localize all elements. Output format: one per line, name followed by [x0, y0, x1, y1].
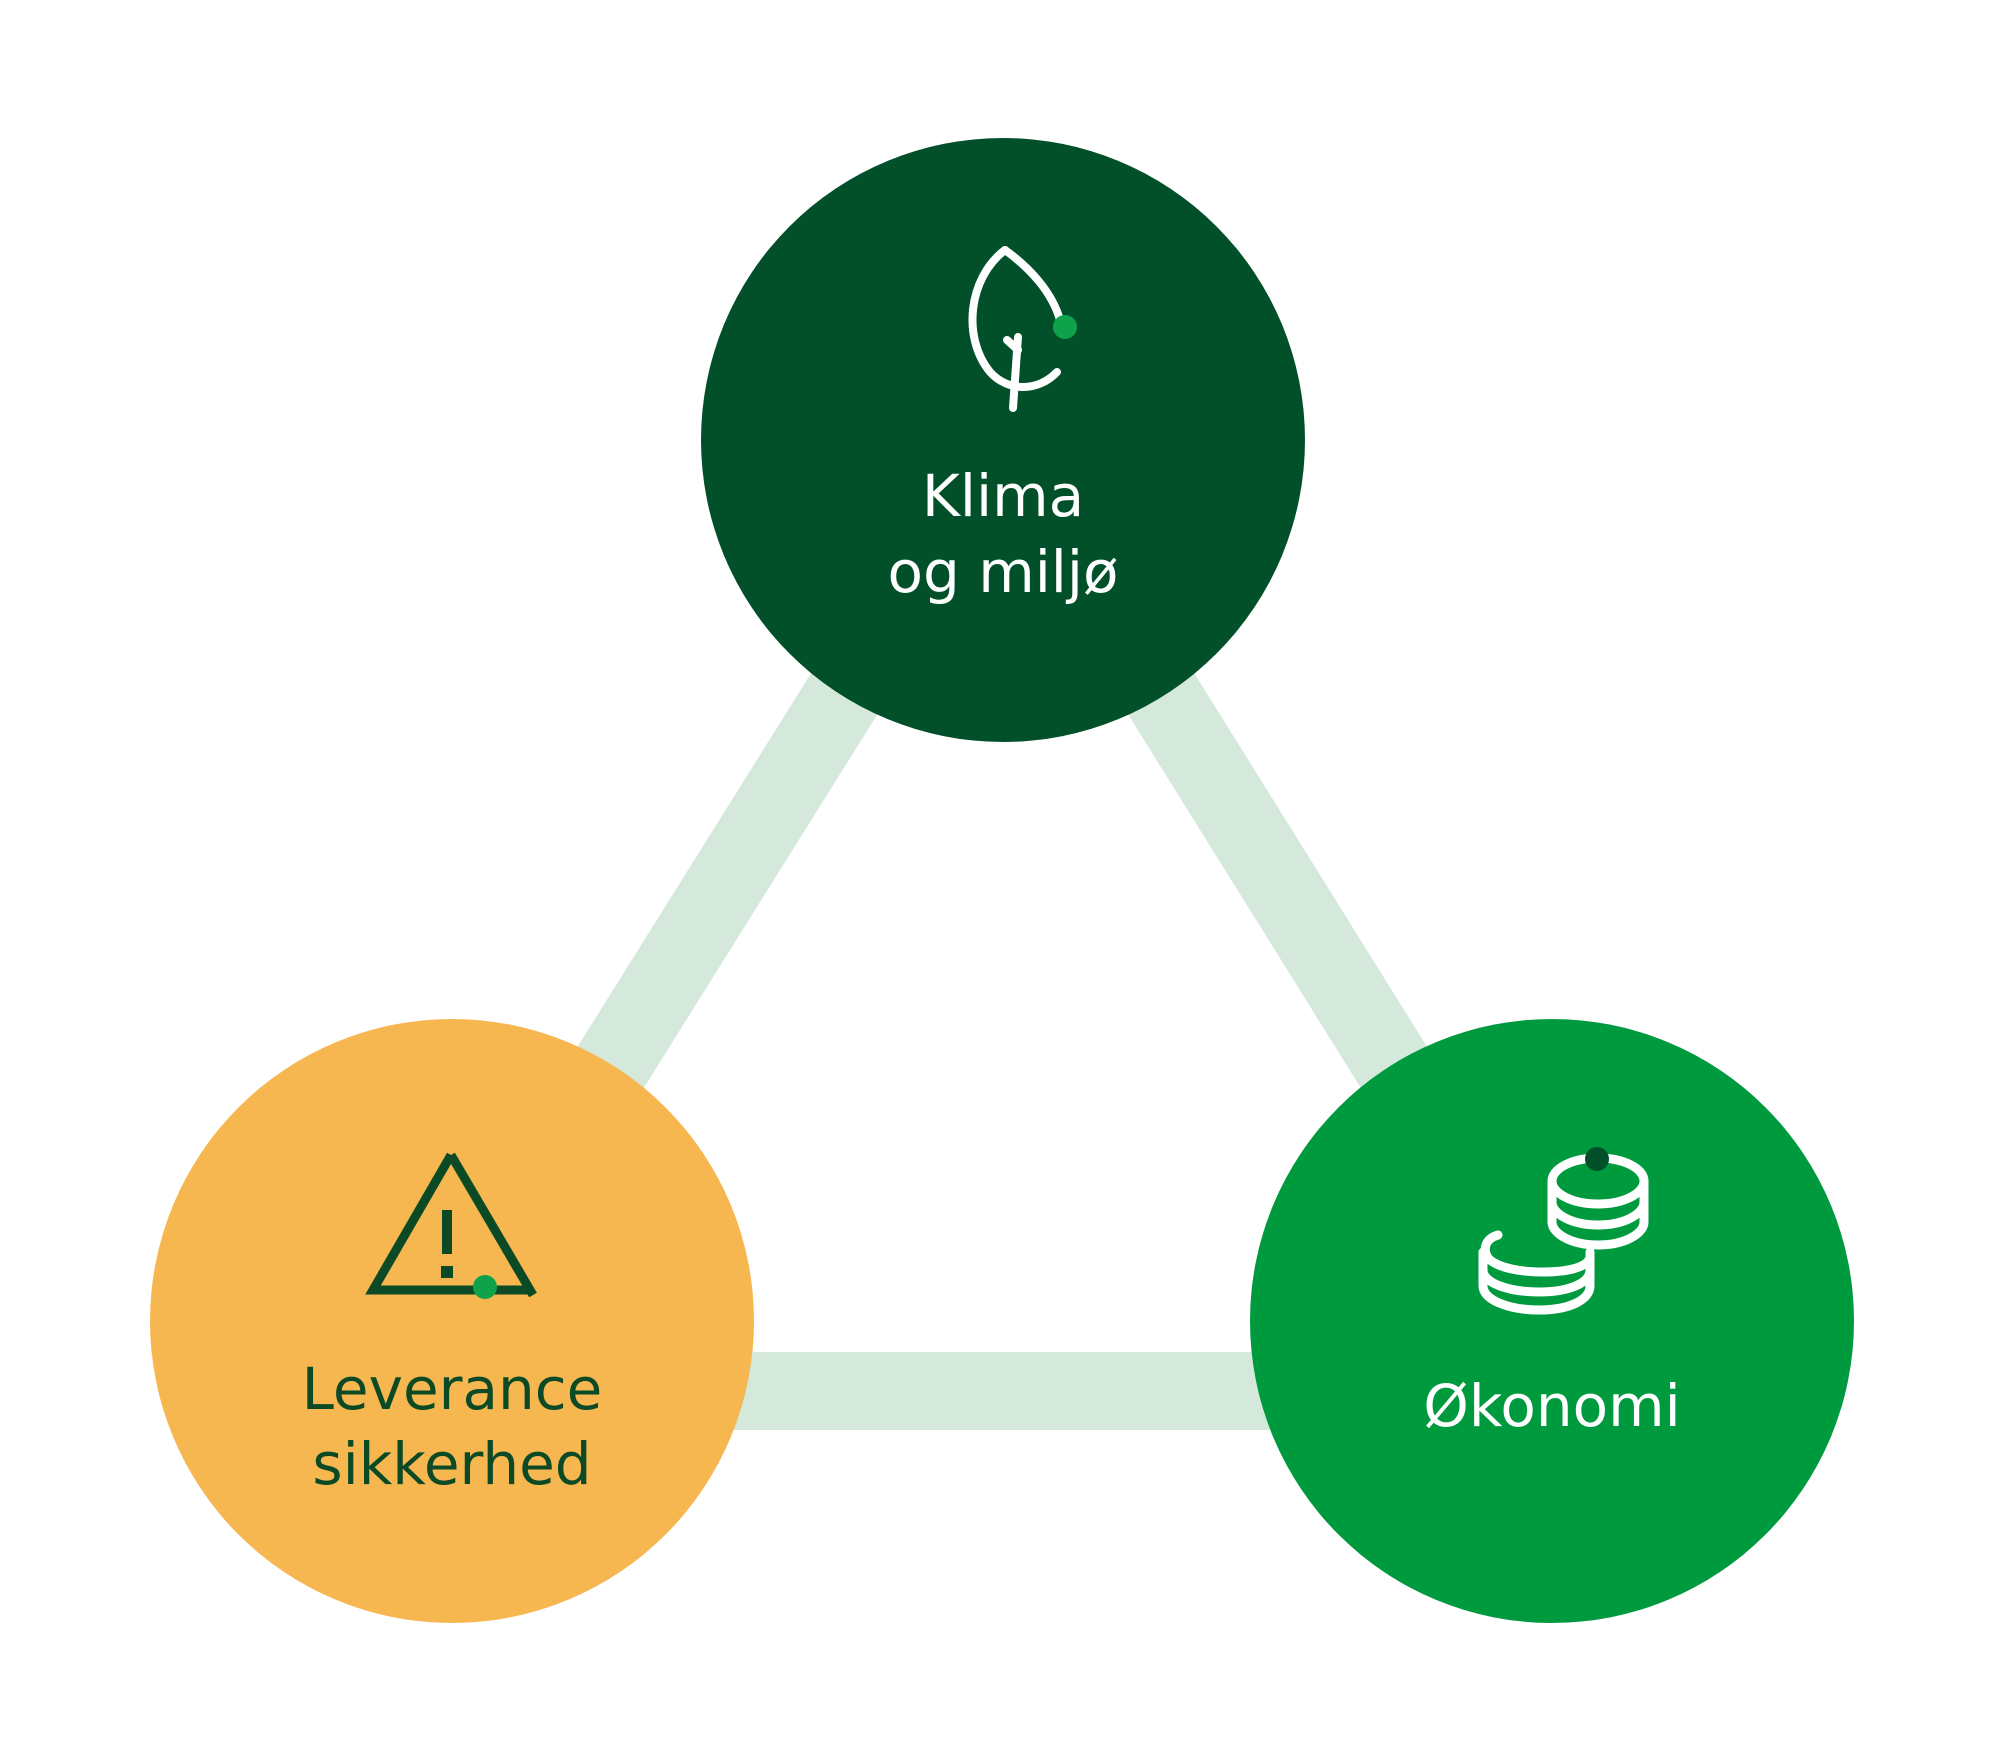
node-okonomi: Økonomi — [1250, 1019, 1854, 1623]
klima-circle — [701, 138, 1305, 742]
node-klima: Klima og miljø — [701, 138, 1305, 742]
klima-label-line2: og miljø — [887, 538, 1118, 606]
okonomi-label: Økonomi — [1423, 1372, 1681, 1440]
leverance-circle — [150, 1019, 754, 1623]
leverance-label-line2: sikkerhed — [312, 1430, 591, 1498]
warning-triangle-icon — [365, 1152, 537, 1299]
leverance-label-line1: Leverance — [302, 1355, 603, 1423]
node-leverance: Leverance sikkerhed — [150, 1019, 754, 1623]
leaf-icon — [968, 246, 1077, 412]
klima-label-line1: Klima — [922, 462, 1084, 530]
coins-icon — [1478, 1147, 1649, 1315]
okonomi-circle — [1250, 1019, 1854, 1623]
